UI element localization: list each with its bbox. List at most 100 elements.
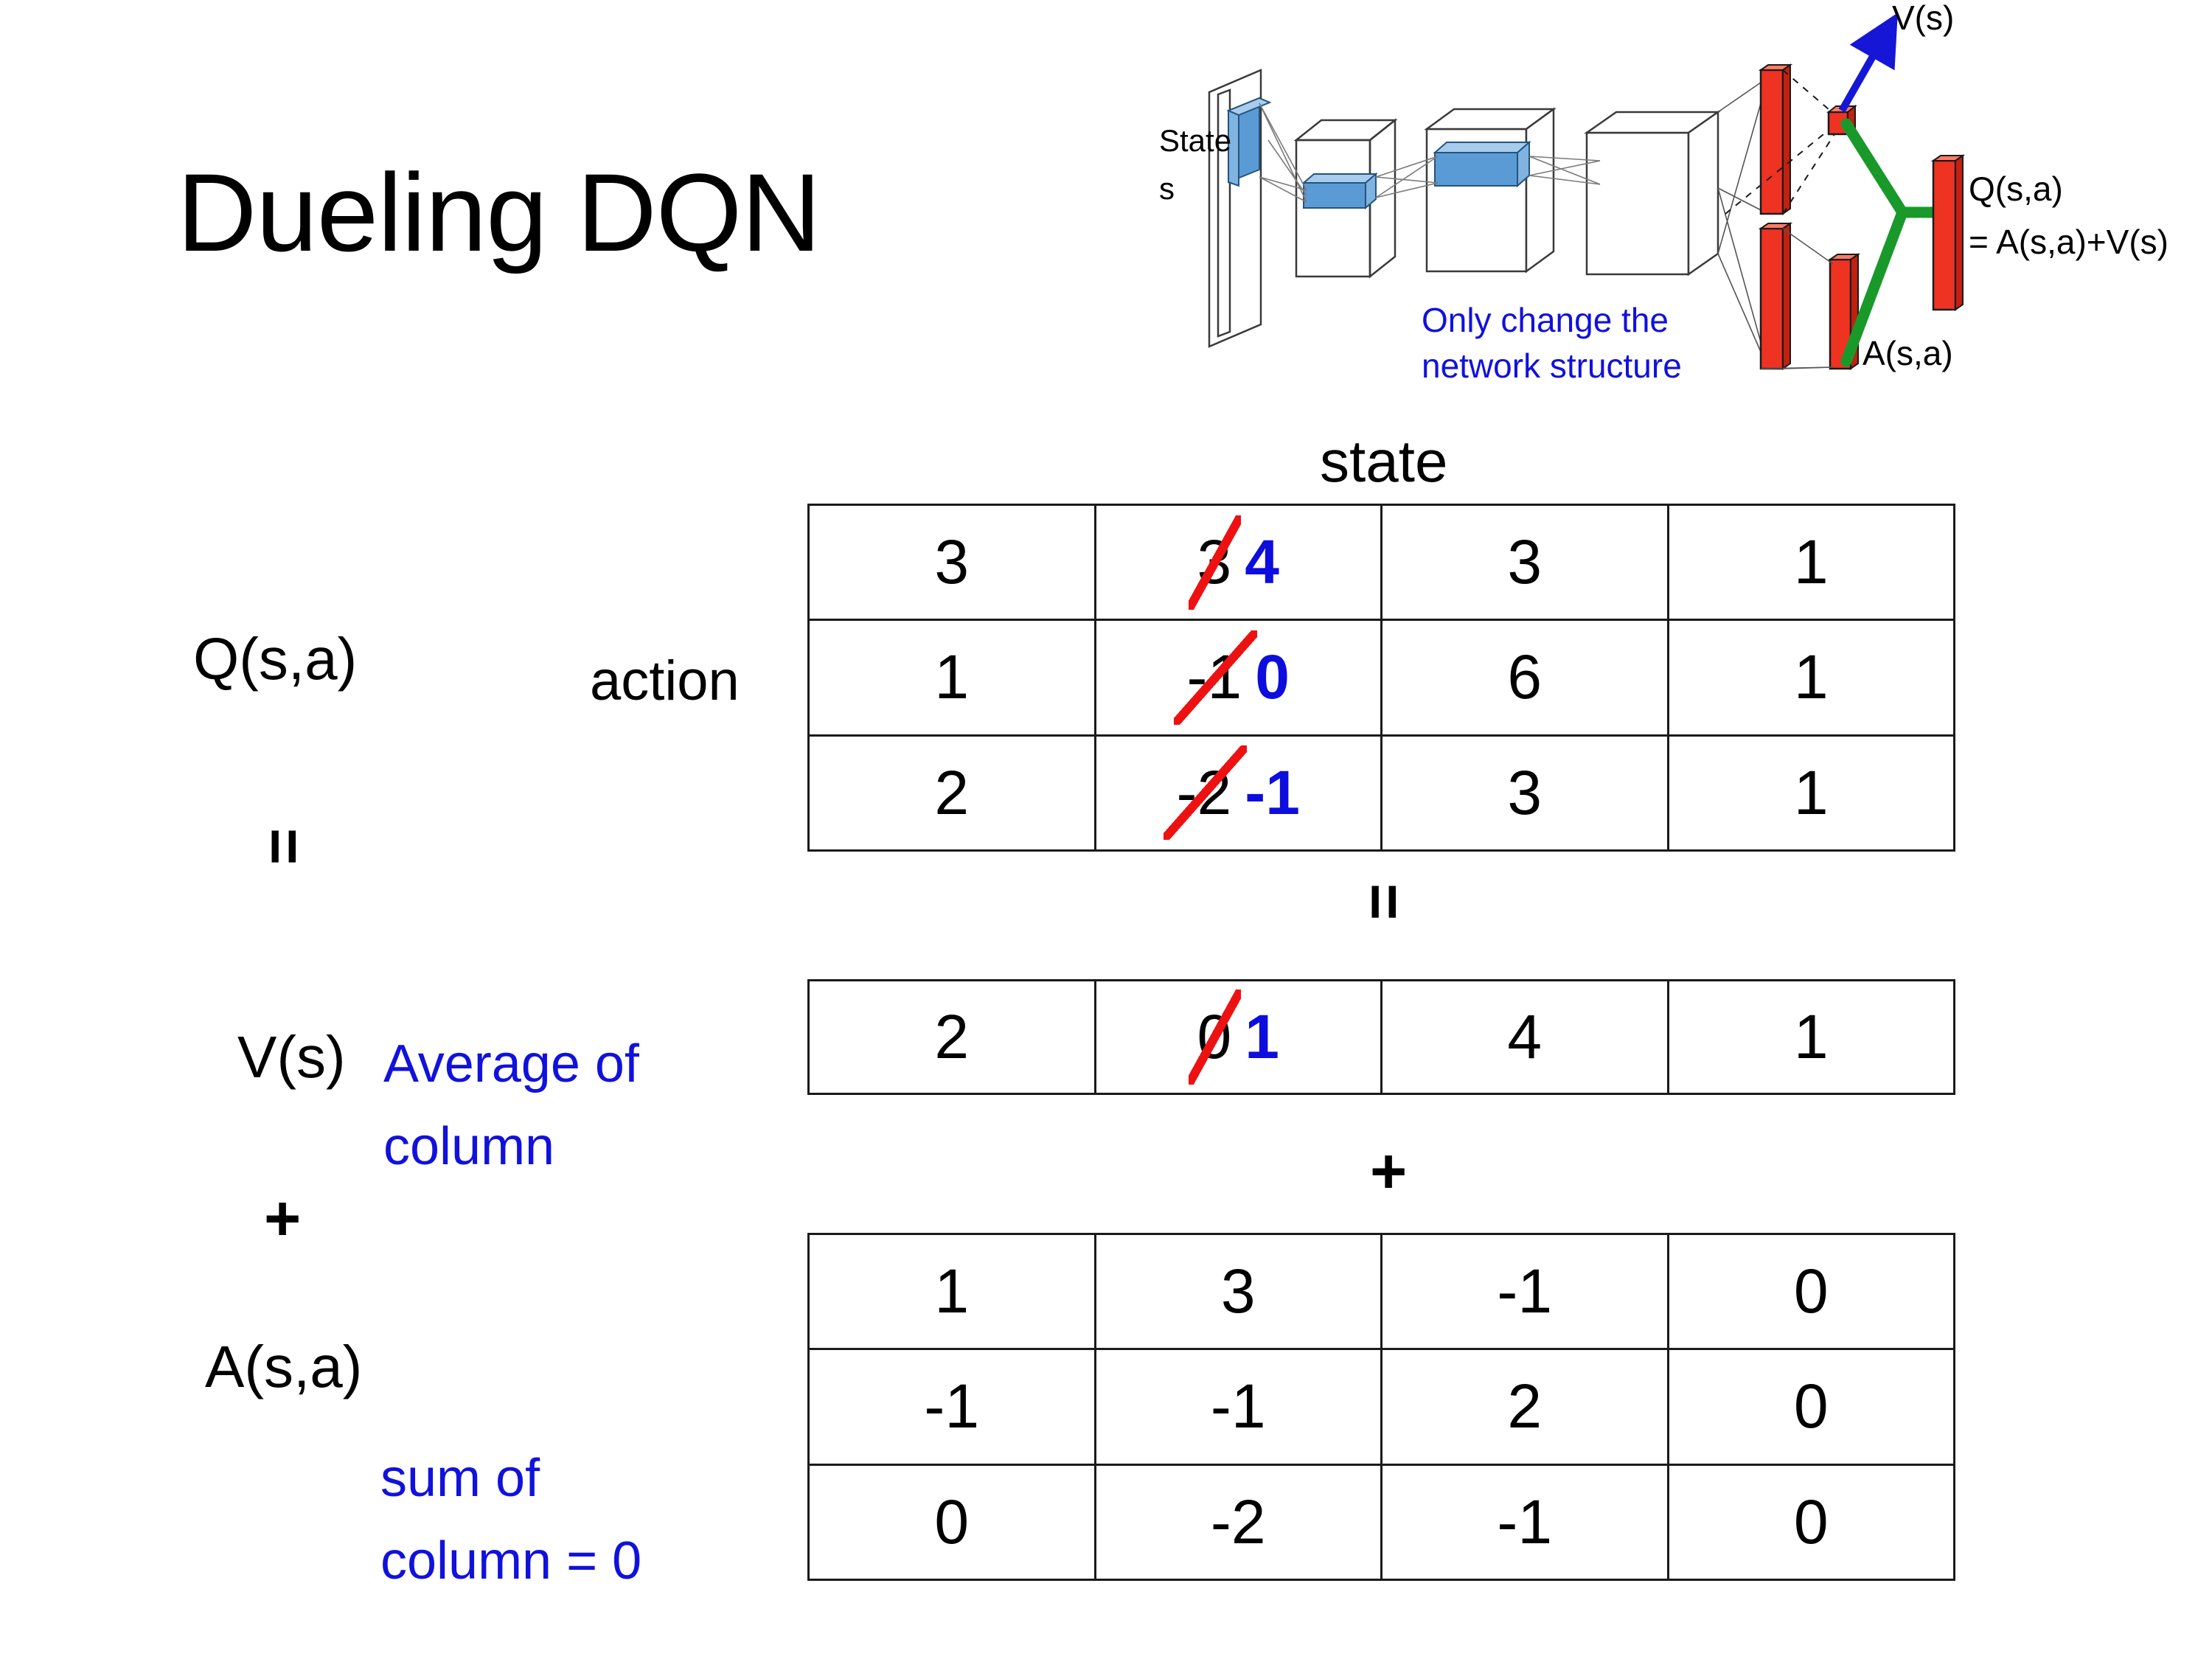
a-cell-1-2: 2	[1380, 1348, 1669, 1466]
cell-value: -1	[1497, 1256, 1553, 1326]
a-cell-2-2: -1	[1380, 1463, 1669, 1582]
cell-content: 2	[810, 981, 1094, 1093]
svg-text:A(s,a): A(s,a)	[1863, 334, 1953, 372]
v-cell-0-3: 1	[1666, 979, 1955, 1095]
a-cell-2-3: 0	[1666, 1463, 1955, 1582]
svg-text:State: State	[1159, 123, 1231, 158]
cell-value: 1	[1793, 527, 1829, 597]
cell-value: -1	[1210, 1371, 1266, 1441]
cell-value: -1	[924, 1371, 980, 1441]
new-value: -1	[1245, 757, 1300, 827]
equals-sign-middle: =	[1349, 883, 1420, 921]
svg-text:= A(s,a)+V(s): = A(s,a)+V(s)	[1969, 223, 2168, 261]
cell-content: -2-1	[1096, 737, 1381, 849]
cell-value: -1	[1497, 1486, 1553, 1557]
a-cell-0-3: 0	[1666, 1232, 1955, 1351]
cell-content: 2	[1382, 1350, 1667, 1463]
svg-text:Q(s,a): Q(s,a)	[1969, 170, 2063, 208]
average-of-note-line1: Average of	[383, 1034, 639, 1093]
cell-value: 4	[1507, 1002, 1543, 1071]
q-cell-1-3: 1	[1666, 619, 1955, 737]
svg-text:V(s): V(s)	[1892, 0, 1954, 37]
cell-content: 3	[810, 506, 1094, 619]
old-value-struck: -1	[1173, 630, 1257, 725]
v-cell-0-2: 4	[1380, 979, 1669, 1095]
cell-content: 0	[1669, 1235, 1954, 1348]
cell-content: 3	[1096, 1235, 1381, 1348]
cell-content: 1	[1669, 737, 1954, 849]
old-value-struck: 3	[1189, 515, 1241, 610]
a-cell-2-1: -2	[1093, 1463, 1382, 1582]
equals-sign-left: =	[248, 827, 320, 866]
cell-content: 1	[810, 621, 1094, 734]
cell-value: 0	[934, 1486, 970, 1557]
v-label: V(s)	[237, 1024, 346, 1090]
cell-value: 2	[1507, 1371, 1543, 1441]
cell-content: 6	[1382, 621, 1667, 734]
cell-content: -1	[1382, 1466, 1667, 1579]
cell-content: -1	[1382, 1235, 1667, 1348]
a-label: A(s,a)	[205, 1334, 363, 1399]
a-cell-0-0: 1	[807, 1232, 1096, 1351]
cell-value: 3	[1220, 1256, 1256, 1326]
cell-value: 3	[934, 527, 970, 597]
cell-content: 0	[1669, 1466, 1954, 1579]
cell-value: 3	[1507, 527, 1543, 597]
old-value-struck: -2	[1163, 745, 1247, 841]
plus-sign-left: +	[264, 1183, 302, 1254]
cell-content: 1	[1669, 506, 1954, 619]
q-cell-0-3: 1	[1666, 503, 1955, 622]
cell-content: 3	[1382, 506, 1667, 619]
a-cell-1-0: -1	[807, 1348, 1096, 1466]
old-value-struck: 0	[1189, 990, 1241, 1085]
a-cell-0-1: 3	[1093, 1232, 1382, 1351]
cell-value: 0	[1793, 1256, 1829, 1326]
q-cell-0-2: 3	[1380, 503, 1669, 622]
new-value: 1	[1245, 1002, 1279, 1071]
a-table: 1 3 -1 0 -1 -1 2 0 0 -2 -1 0	[807, 1232, 1955, 1582]
cell-content: 1	[1669, 621, 1954, 734]
cell-content: 0	[810, 1466, 1094, 1579]
svg-text:s: s	[1159, 171, 1175, 206]
table-row: 2 -2-1 3 1	[807, 734, 1955, 852]
cell-content: -2	[1096, 1466, 1381, 1579]
svg-text:network structure: network structure	[1422, 347, 1682, 385]
cell-value: 2	[934, 757, 970, 827]
cell-content: 0	[1669, 1350, 1954, 1463]
sum-of-note-line1: sum of	[380, 1449, 540, 1508]
q-cell-2-1: -2-1	[1093, 734, 1382, 852]
sum-of-note-line2: column = 0	[380, 1531, 642, 1590]
state-axis-label: state	[1320, 428, 1448, 494]
cell-value: 0	[1793, 1371, 1829, 1441]
cell-value: 1	[1793, 642, 1829, 712]
cell-content: 1	[1669, 981, 1954, 1093]
cell-value: 1	[934, 1256, 970, 1326]
cell-value: 1	[934, 642, 970, 712]
average-of-note-line2: column	[383, 1117, 555, 1176]
cell-content: 2	[810, 737, 1094, 849]
cell-value: 1	[1793, 1002, 1829, 1071]
table-row: 1 3 -1 0	[807, 1232, 1955, 1351]
dueling-network-diagram: State s V(s) A(s,a) Q(s,a) = A(s,a)+V(s)…	[1091, 0, 2212, 413]
action-axis-label: action	[590, 650, 740, 712]
q-cell-0-0: 3	[807, 503, 1096, 622]
page-title: Dueling DQN	[177, 150, 821, 274]
table-row: -1 -1 2 0	[807, 1348, 1955, 1466]
new-value: 0	[1255, 642, 1290, 712]
q-cell-1-0: 1	[807, 619, 1096, 737]
cell-value: 6	[1507, 642, 1543, 712]
cell-content: 4	[1382, 981, 1667, 1093]
cell-content: -1	[1096, 1350, 1381, 1463]
table-row: 0 -2 -1 0	[807, 1463, 1955, 1582]
cell-value: 3	[1507, 757, 1543, 827]
